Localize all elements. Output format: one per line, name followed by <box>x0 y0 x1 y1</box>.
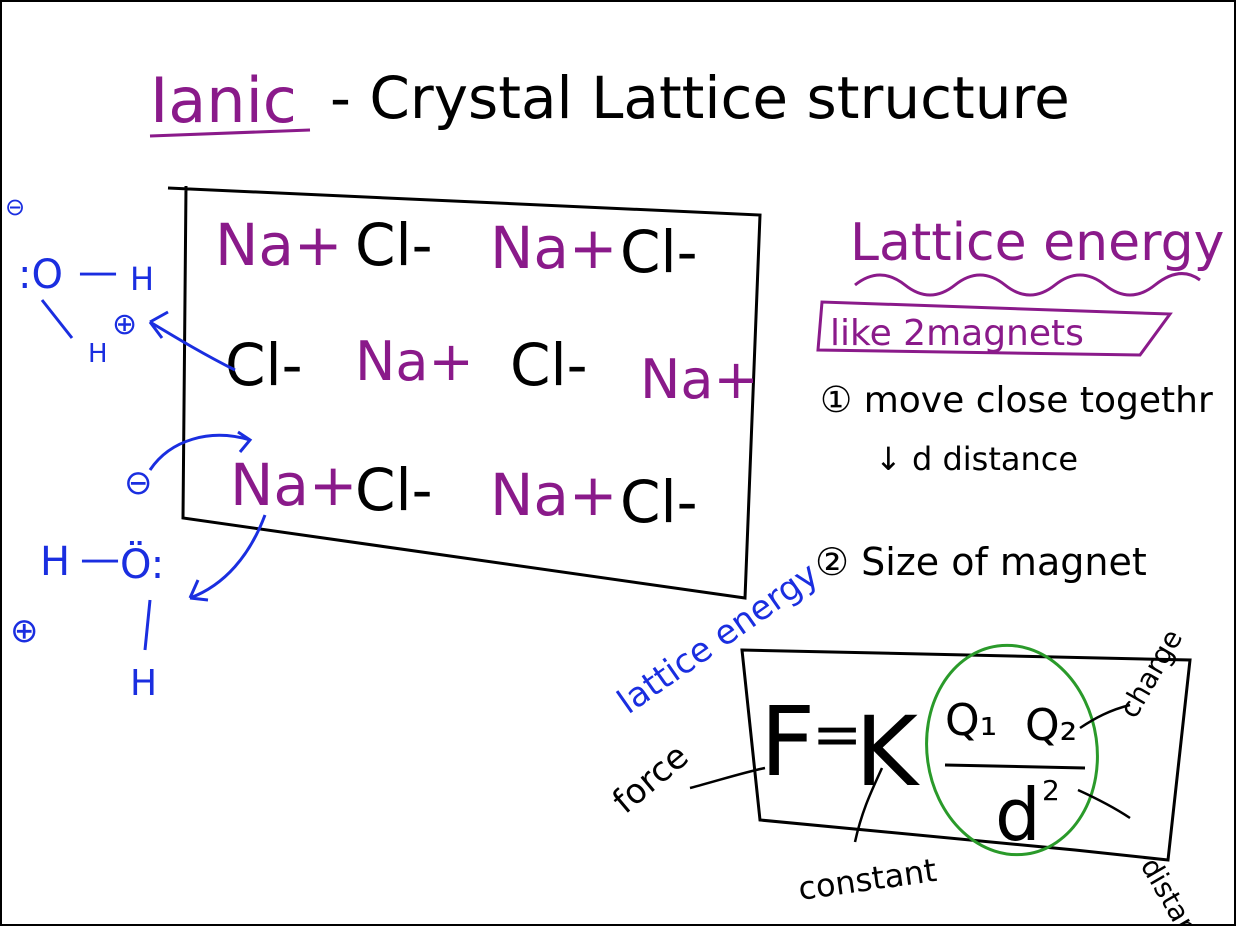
lattice-energy-heading: Lattice energy <box>850 213 1224 273</box>
water-bottom-h-left: H <box>40 539 70 585</box>
title: Ianic - Crystal Lattice structure <box>149 64 1070 138</box>
water-top-oxygen: :O <box>18 252 63 298</box>
ion-r1-c2: Cl- <box>355 211 433 279</box>
water-bottom-h-bottom: H <box>130 663 157 704</box>
attraction-arrow-top <box>149 320 236 372</box>
water-bottom-delta-pos: ⊕ <box>10 611 39 651</box>
ion-r3-c1: Na+ <box>230 451 358 519</box>
water-bottom-oxygen: Ö: <box>120 540 164 588</box>
formula-f: F <box>760 686 815 798</box>
arrow-head-top <box>148 310 169 339</box>
water-top-bond: — <box>78 249 118 295</box>
like-magnets-text: like 2magnets <box>830 313 1084 354</box>
heading-squiggle <box>854 272 1201 297</box>
charge-arrow <box>1079 703 1131 730</box>
lattice-energy-notes: Lattice energy like 2magnets ① move clos… <box>815 213 1224 584</box>
formula-q1: Q₁ <box>945 695 997 746</box>
water-top-charge: ⊖ <box>5 193 25 221</box>
formula-k: K <box>855 696 920 808</box>
lattice-box <box>167 185 762 600</box>
water-top-bond2 <box>40 299 74 339</box>
force-arrow <box>689 766 766 790</box>
point1-text: ① move close togethr <box>820 380 1213 421</box>
water-bottom-delta-neg: ⊖ <box>124 463 153 503</box>
attraction-arrow-bottom-left <box>148 433 251 471</box>
distance-arrow <box>1077 788 1131 820</box>
water-top-h2: H <box>88 339 108 369</box>
title-ionic: Ianic <box>150 64 297 137</box>
point1-sub: ↓ d distance <box>875 440 1078 478</box>
ion-r2-c2: Na+ <box>355 330 474 393</box>
attraction-arrow-bottom <box>189 514 267 600</box>
ion-r1-c1: Na+ <box>215 211 343 279</box>
ion-r2-c3: Cl- <box>510 331 588 399</box>
arrow-head-bottom-left <box>237 430 253 453</box>
label-force: force <box>605 736 696 822</box>
formula-d: d <box>995 773 1041 857</box>
label-distance: distance <box>1134 852 1222 926</box>
ion-r1-c3: Na+ <box>490 214 618 282</box>
crystal-lattice: Na+ Cl- Na+ Cl- Cl- Na+ Cl- Na+ Na+ Cl- … <box>167 185 762 600</box>
like-magnets-box <box>816 300 1173 357</box>
ion-r3-c3: Na+ <box>490 461 618 529</box>
fraction-bar <box>944 763 1086 770</box>
label-constant: constant <box>796 851 939 908</box>
green-circle <box>925 643 1099 857</box>
formula-equals: = <box>812 700 862 770</box>
point2-text: ② Size of magnet <box>815 540 1147 584</box>
water-molecule-bottom: ⊖ H — Ö: ⊕ H <box>10 430 267 704</box>
title-rest: - Crystal Lattice structure <box>330 64 1070 132</box>
ion-r3-c2: Cl- <box>355 456 433 524</box>
water-molecule-top: ⊖ :O — H H ⊕ <box>5 193 236 372</box>
coulomb-formula: F = K Q₁ Q₂ d 2 lattice energy force con… <box>605 555 1222 926</box>
water-bottom-bond-vertical <box>143 599 152 651</box>
formula-box <box>740 648 1192 862</box>
formula-exponent: 2 <box>1042 774 1060 807</box>
title-underline <box>149 128 311 138</box>
water-bottom-bond: — <box>80 536 120 582</box>
water-top-delta: ⊕ <box>112 307 137 342</box>
arrow-head-bottom <box>188 579 209 602</box>
ion-r1-c4: Cl- <box>620 218 698 286</box>
formula-q2: Q₂ <box>1025 700 1077 751</box>
label-charge: charge <box>1112 624 1189 724</box>
ion-r3-c4: Cl- <box>620 468 698 536</box>
ion-r2-c4: Na+ <box>640 348 759 411</box>
ion-r2-c1: Cl- <box>225 331 303 399</box>
constant-arrow <box>853 767 884 843</box>
water-top-h1: H <box>130 260 154 298</box>
